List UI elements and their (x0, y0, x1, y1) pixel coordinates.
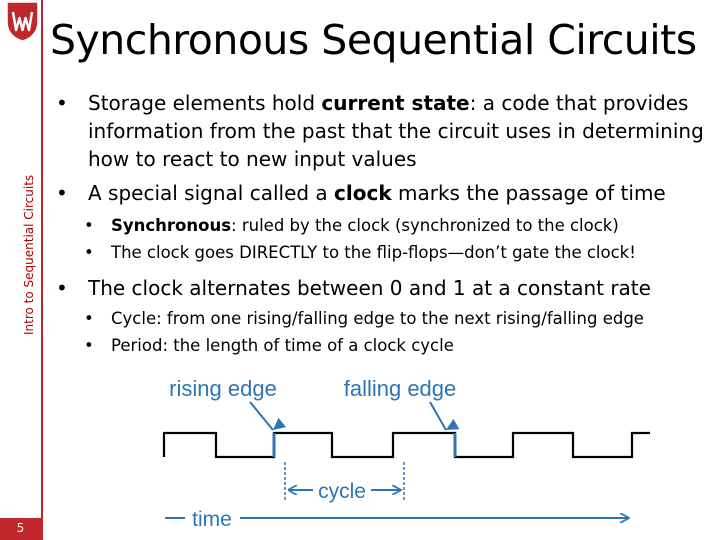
text-run: marks the passage of time (391, 181, 666, 205)
page-number: 5 (16, 521, 25, 535)
page-number-box (0, 518, 41, 540)
time-label: time (192, 508, 232, 531)
subbullet-dot: • (84, 243, 94, 262)
subbullet-text: Synchronous: ruled by the clock (synchro… (111, 214, 711, 238)
subbullet-text: The clock goes DIRECTLY to the flip-flop… (111, 241, 711, 265)
text-run: Cycle: from one rising/falling edge to t… (111, 309, 644, 328)
bullet-dot: • (56, 276, 68, 300)
falling-edge-pointer (429, 401, 460, 431)
bold-term: clock (334, 181, 392, 205)
slide-title: Synchronous Sequential Circuits (50, 16, 697, 64)
subbullet-text: Period: the length of time of a clock cy… (111, 334, 711, 358)
sidebar: Intro to Sequential Circuits 5 (0, 0, 45, 540)
sidebar-rule (41, 0, 43, 540)
bullet-text: Storage elements hold current state: a c… (88, 89, 708, 173)
text-run: The clock alternates between 0 and 1 at … (88, 276, 651, 300)
rising-edge-label: rising edge (169, 376, 277, 401)
university-crest-icon (6, 1, 39, 42)
text-run: A special signal called a (88, 181, 335, 205)
subbullet-text: Cycle: from one rising/falling edge to t… (111, 307, 711, 331)
text-run: Storage elements hold (88, 91, 322, 115)
bullet-text: The clock alternates between 0 and 1 at … (88, 274, 708, 302)
text-run: The clock goes DIRECTLY to the flip-flop… (111, 243, 636, 262)
bold-term: current state (321, 91, 470, 115)
clock-waveform (162, 431, 650, 459)
bullet-dot: • (56, 91, 68, 115)
text-run: : a code that provides information from … (88, 91, 704, 171)
bullet-text: A special signal called a clock marks th… (88, 179, 708, 207)
subbullet-dot: • (84, 216, 94, 235)
falling-edge-label: falling edge (344, 376, 457, 401)
subbullet-dot: • (84, 336, 94, 355)
text-run: Period: the length of time of a clock cy… (111, 336, 454, 355)
bullet-dot: • (56, 181, 68, 205)
text-run: : ruled by the clock (synchronized to th… (231, 216, 619, 235)
rising-edge-pointer (249, 401, 287, 431)
subbullet-dot: • (84, 309, 94, 328)
cycle-label: cycle (318, 480, 366, 503)
bold-term: Synchronous (111, 216, 232, 235)
